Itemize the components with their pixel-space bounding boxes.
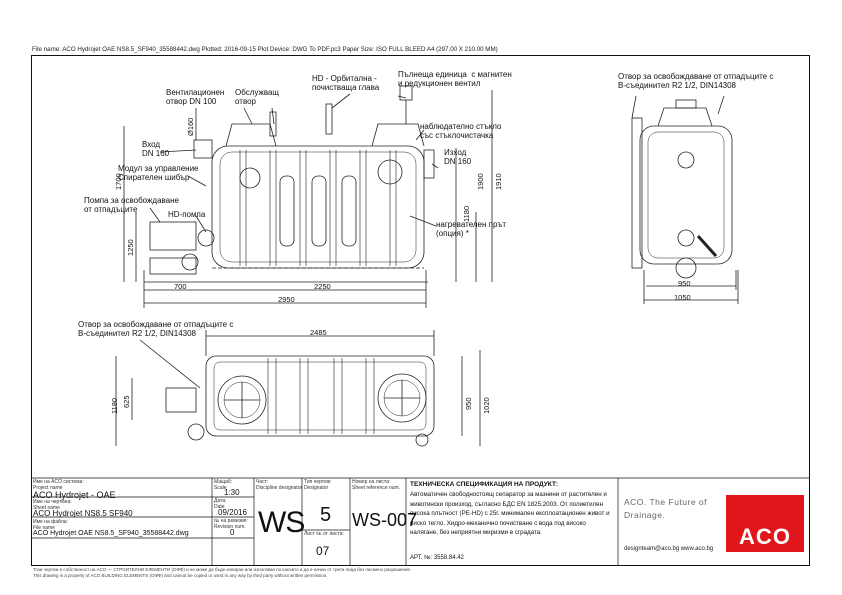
label-sight-glass: наблюдателно стъкло със стъклочистачка	[420, 122, 502, 140]
footer-en: This drawing is a property of ACO BUILDI…	[33, 573, 328, 578]
service-dome-right	[371, 123, 425, 147]
label-fill-unit: Пълнеща единица с магнитен и редукционен…	[398, 70, 512, 88]
spec-title: ТЕХНИЧЕСКА СПЕЦИФИКАЦИЯ НА ПРОДУКТ:	[410, 481, 558, 488]
service-dome-left	[225, 123, 277, 147]
date-label: Дата: Date	[214, 498, 227, 510]
aco-tagline: ACO. The Future of Drainage.	[624, 497, 708, 520]
dim-2950: 2950	[278, 295, 295, 304]
aco-logo-box	[726, 495, 804, 552]
sheet-label: Име на чертежа: Sheet name	[33, 499, 72, 511]
file-label: Име на файла: File name	[33, 519, 68, 531]
date-value: 09/2016	[218, 508, 247, 517]
label-heater: нагревателен прът (опция) *	[436, 220, 507, 238]
dim-1180-top: 1180	[110, 397, 119, 414]
dim-950: 950	[678, 279, 691, 288]
tank-end-body	[639, 125, 733, 265]
dim-2250: 2250	[314, 282, 331, 291]
label-hd-pump: HD-помпа	[168, 210, 206, 219]
label-outlet-right: Отвор за освобождаване от отпадъците с B…	[618, 72, 774, 90]
cover-right	[377, 373, 427, 423]
type-label: Тип чертеж: Designator	[304, 479, 332, 491]
dim-d160: Ø160	[186, 117, 195, 136]
cover-left	[217, 375, 267, 425]
drawing-frame	[31, 55, 810, 566]
label-vent: Вентилационен отвор DN 100	[166, 88, 225, 106]
type-value: 5	[320, 504, 332, 526]
label-service-opening: Обслужващ отвор	[235, 88, 280, 106]
discipline-value: WS	[258, 506, 305, 539]
spec-text: Автоматичен свободностоящ сепаратор за м…	[410, 491, 610, 536]
plot-info: File name: ACO Hydrojet OAE NS8.5_SF940_…	[32, 46, 498, 53]
tank-top-body	[205, 355, 435, 437]
reference-value: WS-007	[352, 510, 418, 530]
sheet-no-label: Лист № от листа:	[304, 531, 344, 537]
dim-1180: 1180	[462, 205, 471, 222]
article-number: АРТ. №: 3558.84.42	[410, 555, 464, 561]
scale-label: Мащаб: Scale	[214, 479, 233, 491]
dim-1020: 1020	[482, 397, 491, 414]
dim-1700: 1700	[114, 173, 123, 190]
file-name: ACO Hydrojet OAE NS8.5_SF940_35588442.dw…	[33, 530, 189, 537]
contact-info: designteam@aco.bg www.aco.bg	[624, 546, 714, 552]
discipline-label: Част: Discipline designator	[256, 479, 303, 491]
dim-1900: 1900	[476, 173, 485, 190]
dim-1050: 1050	[674, 293, 691, 302]
label-inlet: Вход DN 160	[142, 140, 170, 158]
scale-value: 1:30	[224, 488, 240, 497]
project-label: Име на ACO система: Project name	[33, 479, 84, 491]
dim-2485: 2485	[310, 328, 327, 337]
tank-side-body	[211, 145, 425, 269]
sheet-no-value: 07	[316, 544, 330, 558]
project-name: ACO Hydrojet - OAE	[33, 490, 116, 500]
dim-1910: 1910	[494, 173, 503, 190]
aco-logo: ACO	[739, 524, 791, 549]
dim-950-top: 950	[464, 397, 473, 410]
label-outlet-bottom: Отвор за освобождаване от отпадъците с B…	[78, 320, 234, 338]
reference-label: Номер на листа: Sheet reference num.	[352, 479, 401, 491]
revision-label: № на ревизия: Revision num.	[214, 518, 248, 530]
label-pump: Помпа за освобождаване от отпадъците	[84, 196, 179, 214]
label-hd-head: HD - Орбитална - почистваща глава	[312, 74, 380, 92]
label-control: Модул за управление Спирателен шибър	[118, 164, 199, 182]
label-outlet: Изход DN 160	[444, 148, 472, 166]
dim-625: 625	[122, 395, 131, 408]
sheet-name: ACO Hydrojet NS8.5 SF940	[33, 509, 133, 518]
dim-1250: 1250	[126, 239, 135, 256]
pump-motor	[149, 257, 197, 275]
revision-value: 0	[230, 528, 235, 537]
footer-bg: Този чертеж е собственост на ACO — СТРОИ…	[33, 567, 412, 572]
dim-700: 700	[174, 282, 187, 291]
